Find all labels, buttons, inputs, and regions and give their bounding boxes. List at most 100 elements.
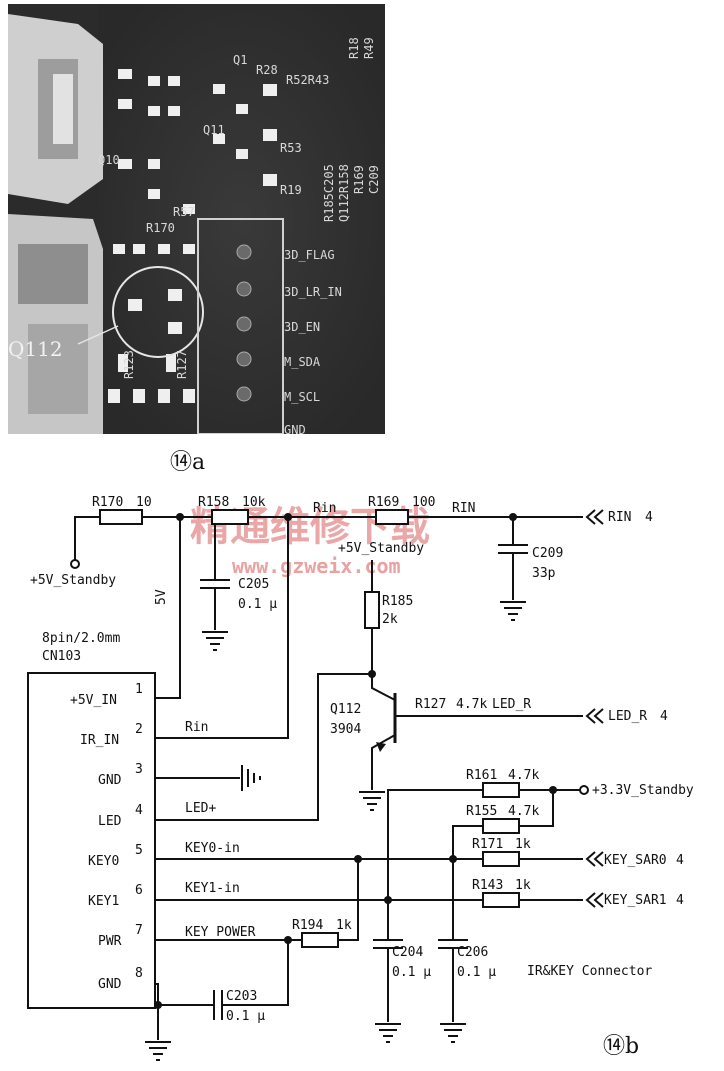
c204-value: 0.1 μ [392,965,431,980]
r170-resistor [99,509,143,525]
connector-housing-top [8,14,103,204]
callout-q112: Q112 [8,337,63,361]
ground-c204-icon [375,1023,401,1043]
header-outline [197,218,284,434]
silk-3d-en: 3D_EN [284,320,320,334]
net-5v: 5V [154,589,169,605]
ground-c206-icon [440,1023,466,1043]
pin-6-net: KEY1-in [185,881,240,896]
r170-value: 10 [136,495,152,510]
silk-q1: Q1 [233,53,247,67]
offpage-rin-name: RIN [608,510,631,525]
pin-7-net: KEY POWER [185,925,256,940]
r185-value: 2k [382,612,398,627]
ground-q112-icon [359,791,385,811]
pcb-photo: Q1 R28 R18 R49 R52R43 Q11 R53 R19 Q10 R5… [8,4,385,434]
offpage-rin-arrow-icon [585,509,604,525]
c203-ref: C203 [226,989,257,1004]
r169-ref: R169 [368,495,399,510]
silk-r19: R19 [280,183,302,197]
r171-value: 1k [515,837,531,852]
r194-ref: R194 [292,918,323,933]
c205-ref: C205 [238,577,269,592]
pin-1: +5V_IN 1 [70,682,143,708]
r155-wire-right [519,790,554,827]
c209-capacitor [498,544,528,600]
pin-6-num: 6 [135,883,143,898]
silk-r57: R57 [173,205,195,219]
offpage-led-r-name: LED_R [608,709,647,724]
r143-resistor [482,892,520,908]
silk-m-scl: M_SCL [284,390,320,404]
c203-value: 0.1 μ [226,1009,265,1024]
pin-2-name: IR_IN [80,733,119,748]
silk-gnd: GND [284,423,306,434]
pin-5-name: KEY0 [88,854,119,869]
connector-type: 8pin/2.0mm [42,631,120,646]
silk-q10: Q10 [98,153,120,167]
silk-r170: R170 [146,221,175,235]
pin-4-num: 4 [135,803,143,818]
offpage-led-r-arrow-icon [585,708,604,724]
r155-value: 4.7k [508,804,539,819]
connector-ref: CN103 [42,649,81,664]
r155-ref: R155 [466,804,497,819]
pin-6-name: KEY1 [88,894,119,909]
offpage-key-sar1-page: 4 [676,893,684,908]
schematic-title: IR&KEY Connector [527,964,652,979]
net-5v-standby-left: +5V_Standby [30,573,116,588]
c209-ref: C209 [532,546,563,561]
r185-ref: R185 [382,594,413,609]
pin-7: PWR 7 KEY POWER [98,923,302,949]
r171-resistor [482,851,520,867]
r155-resistor [482,818,520,834]
ground-c209-icon [500,601,526,621]
r185-resistor [364,591,380,629]
pin-8-num: 8 [135,966,143,981]
r161-resistor [482,782,520,798]
r194-value: 1k [336,918,352,933]
silk-r185c205: R185C205 [322,164,336,222]
terminal-5v-standby [70,559,80,569]
pin-4-name: LED [98,814,122,829]
pin-2-net: Rin [185,720,208,735]
c206-value: 0.1 μ [457,965,496,980]
pin-5-num: 5 [135,843,143,858]
net-led-r: LED_R [492,697,531,712]
c206-ref: C206 [457,945,488,960]
pin-7-name: PWR [98,934,122,949]
offpage-key-sar0-name: KEY_SAR0 [604,853,667,868]
silk-r123: R123 [122,350,136,379]
offpage-key-sar0-page: 4 [676,853,684,868]
figure-label-a: ⑭a [170,450,205,475]
top-rail-wires [74,516,583,739]
pin-8-name: GND [98,977,122,992]
r169-value: 100 [412,495,435,510]
net-rin: RIN [452,501,475,516]
r143-value: 1k [515,878,531,893]
ground-pin8-icon [145,1041,171,1061]
watermark-url: www.gzweix.com [232,554,401,578]
silk-r53: R53 [280,141,302,155]
cn103-connector [27,672,156,1009]
silk-r49: R49 [362,37,376,59]
q112-ref: Q112 [330,702,361,717]
c205-value: 0.1 μ [238,597,277,612]
pin-3: GND 3 [98,762,261,791]
silk-q112r158: Q112R158 [337,164,351,222]
r194-wire [338,859,359,941]
offpage-key-sar1-name: KEY_SAR1 [604,893,667,908]
ground-c205-icon [202,631,228,651]
c205-capacitor [200,560,230,630]
pin-1-num: 1 [135,682,143,697]
q112-leader [77,325,119,345]
q112-circle [112,266,204,358]
r158-resistor [211,509,249,525]
c209-value: 33p [532,566,556,581]
silk-r52r43: R52R43 [286,73,329,87]
figure-label-b: ⑭b [603,1034,639,1059]
r158-value: 10k [242,495,266,510]
q112-transistor [371,668,420,790]
pin-8: GND 8 [98,966,159,1040]
